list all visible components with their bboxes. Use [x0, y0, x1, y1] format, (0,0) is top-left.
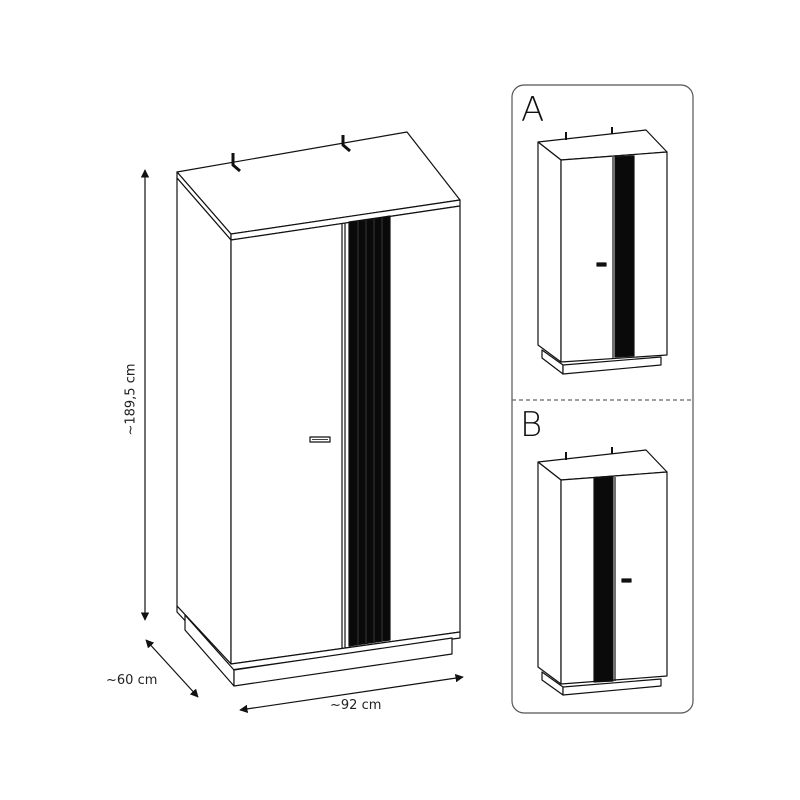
variant-a-wardrobe: [537, 127, 668, 375]
variants-panel: [511, 84, 694, 714]
height-label: ~189,5 cm: [123, 363, 139, 436]
variant-b-label: B: [520, 405, 543, 445]
width-label: ~92 cm: [330, 698, 382, 713]
wall-bracket-icon: [231, 153, 241, 173]
width-dimension-line: [239, 673, 464, 714]
depth-dimension-line: [145, 639, 199, 698]
depth-label: ~60 cm: [106, 673, 158, 688]
variant-b-wardrobe: [537, 447, 668, 696]
main-wardrobe: [176, 131, 461, 687]
variant-a-label: A: [521, 90, 545, 130]
wall-bracket-icon: [341, 135, 351, 153]
ribbed-panel: [348, 215, 391, 647]
